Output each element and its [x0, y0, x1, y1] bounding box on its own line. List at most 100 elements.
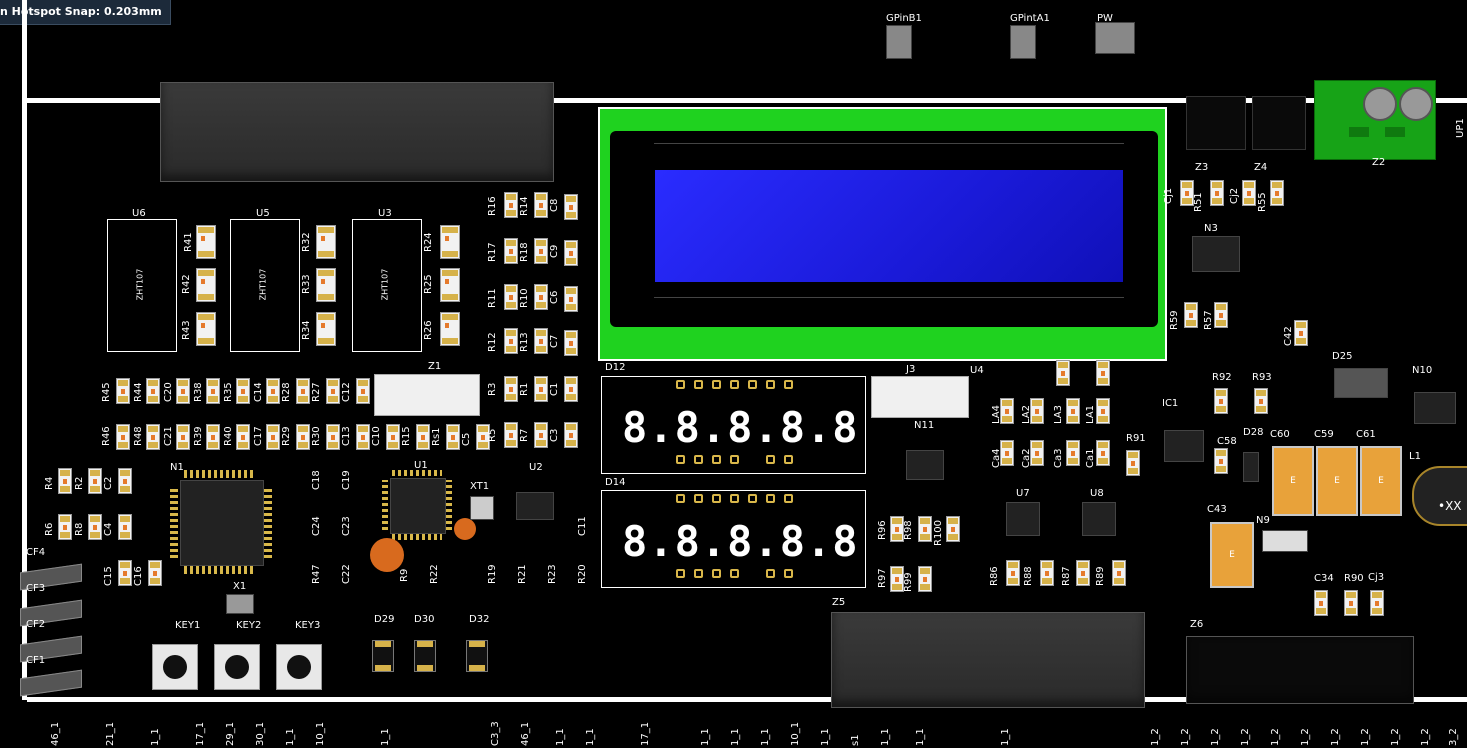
label-z1: Z1: [428, 361, 442, 372]
resistor: [1242, 180, 1256, 206]
resistor: [1126, 450, 1140, 476]
label-r6: R6: [44, 522, 55, 536]
edge-label: 1_2: [1180, 728, 1191, 746]
part-z4: [1252, 96, 1306, 150]
resistor: [1040, 560, 1054, 586]
label-j3: J3: [906, 364, 916, 375]
pad: [676, 569, 685, 578]
label-r86: R86: [989, 566, 1000, 586]
resistor: [1180, 180, 1194, 206]
label-r21: R21: [517, 564, 528, 584]
part-cf1: [20, 669, 82, 697]
hotspot-snap-readout: n Hotspot Snap: 0.203mm: [0, 0, 171, 25]
resistor: [918, 516, 932, 542]
label-up1: UP1: [1455, 118, 1466, 138]
resistor: [564, 286, 578, 312]
label-r59: R59: [1169, 310, 1180, 330]
ic-u2: [516, 492, 554, 520]
pad: [748, 494, 757, 503]
resistor: [1000, 440, 1014, 466]
label-r3: R3: [487, 382, 498, 396]
edge-label: 1_2: [1210, 728, 1221, 746]
edge-label: 1_2: [1420, 728, 1431, 746]
label-ic1: IC1: [1162, 398, 1179, 409]
label-n3: N3: [1204, 223, 1218, 234]
label-c11: C11: [577, 516, 588, 536]
label-c23: C23: [341, 516, 352, 536]
label-xt1: XT1: [470, 481, 490, 492]
label-r23: R23: [547, 564, 558, 584]
pad: [676, 494, 685, 503]
resistor: [316, 268, 336, 302]
edge-label: 1_2: [1150, 728, 1161, 746]
label-r42: R42: [181, 274, 192, 294]
header-block-z5: [831, 612, 1145, 708]
resistor: [1066, 440, 1080, 466]
ic-pins: [184, 566, 256, 574]
resistor: [504, 238, 518, 264]
resistor: [1030, 398, 1044, 424]
edge-label: 3_2: [1448, 728, 1459, 746]
diode-d32: [466, 640, 488, 672]
label-c61: C61: [1356, 429, 1376, 440]
resistor: [440, 268, 460, 302]
edge-label: 1_1: [820, 728, 831, 746]
resistor: [236, 378, 250, 404]
resistor: [88, 514, 102, 540]
part-gpinta1: [1010, 25, 1036, 59]
terminal-block-z2: [1314, 80, 1436, 160]
label-c58: C58: [1217, 436, 1237, 447]
edge-label: 1_1: [915, 728, 926, 746]
resistor: [564, 376, 578, 402]
ic-ic1: [1164, 430, 1204, 462]
relay-part: ZHT107: [380, 268, 390, 301]
resistor: [1096, 440, 1110, 466]
label-d12: D12: [605, 362, 626, 373]
label-cf1: CF1: [26, 655, 46, 666]
label-c5: C5: [461, 432, 472, 446]
pad: [784, 380, 793, 389]
label-rs1: Rs1: [431, 427, 442, 446]
label-c10: C10: [371, 426, 382, 446]
segment-digits: 8.8.8.8.8: [622, 403, 859, 452]
key3-button[interactable]: [276, 644, 322, 690]
edge-label: 1_2: [1300, 728, 1311, 746]
label-r39: R39: [193, 426, 204, 446]
diode-d29: [372, 640, 394, 672]
resistor: [326, 424, 340, 450]
label-ca1: Ca1: [1085, 448, 1096, 468]
label-c34: C34: [1314, 573, 1334, 584]
resistor: [1096, 398, 1110, 424]
label-r91: R91: [1126, 433, 1146, 444]
seven-segment-d12: 8.8.8.8.8: [601, 376, 866, 474]
resistor: [1030, 440, 1044, 466]
label-c15: C15: [103, 566, 114, 586]
label-c13: C13: [341, 426, 352, 446]
label-r28: R28: [281, 382, 292, 402]
label-r1: R1: [519, 382, 530, 396]
label-z2: Z2: [1372, 157, 1386, 168]
label-c18: C18: [311, 470, 322, 490]
label-ca3: Ca3: [1053, 448, 1064, 468]
resistor: [440, 312, 460, 346]
label-r44: R44: [133, 382, 144, 402]
resistor: [504, 284, 518, 310]
label-d14: D14: [605, 477, 626, 488]
label-c12: C12: [341, 382, 352, 402]
key2-button[interactable]: [214, 644, 260, 690]
ic-pins: [184, 470, 256, 478]
edge-label: 17_1: [640, 721, 651, 746]
label-r10: R10: [519, 288, 530, 308]
screw-icon: [1399, 87, 1433, 121]
label-r96: R96: [877, 520, 888, 540]
label-r7: R7: [519, 428, 530, 442]
ic-pins: [170, 486, 178, 558]
key1-button[interactable]: [152, 644, 198, 690]
label-c19: C19: [341, 470, 352, 490]
label-r18: R18: [519, 242, 530, 262]
relay-part: ZHT107: [135, 268, 145, 301]
label-r5: R5: [487, 428, 498, 442]
label-r15: R15: [401, 426, 412, 446]
screw-icon: [1363, 87, 1397, 121]
